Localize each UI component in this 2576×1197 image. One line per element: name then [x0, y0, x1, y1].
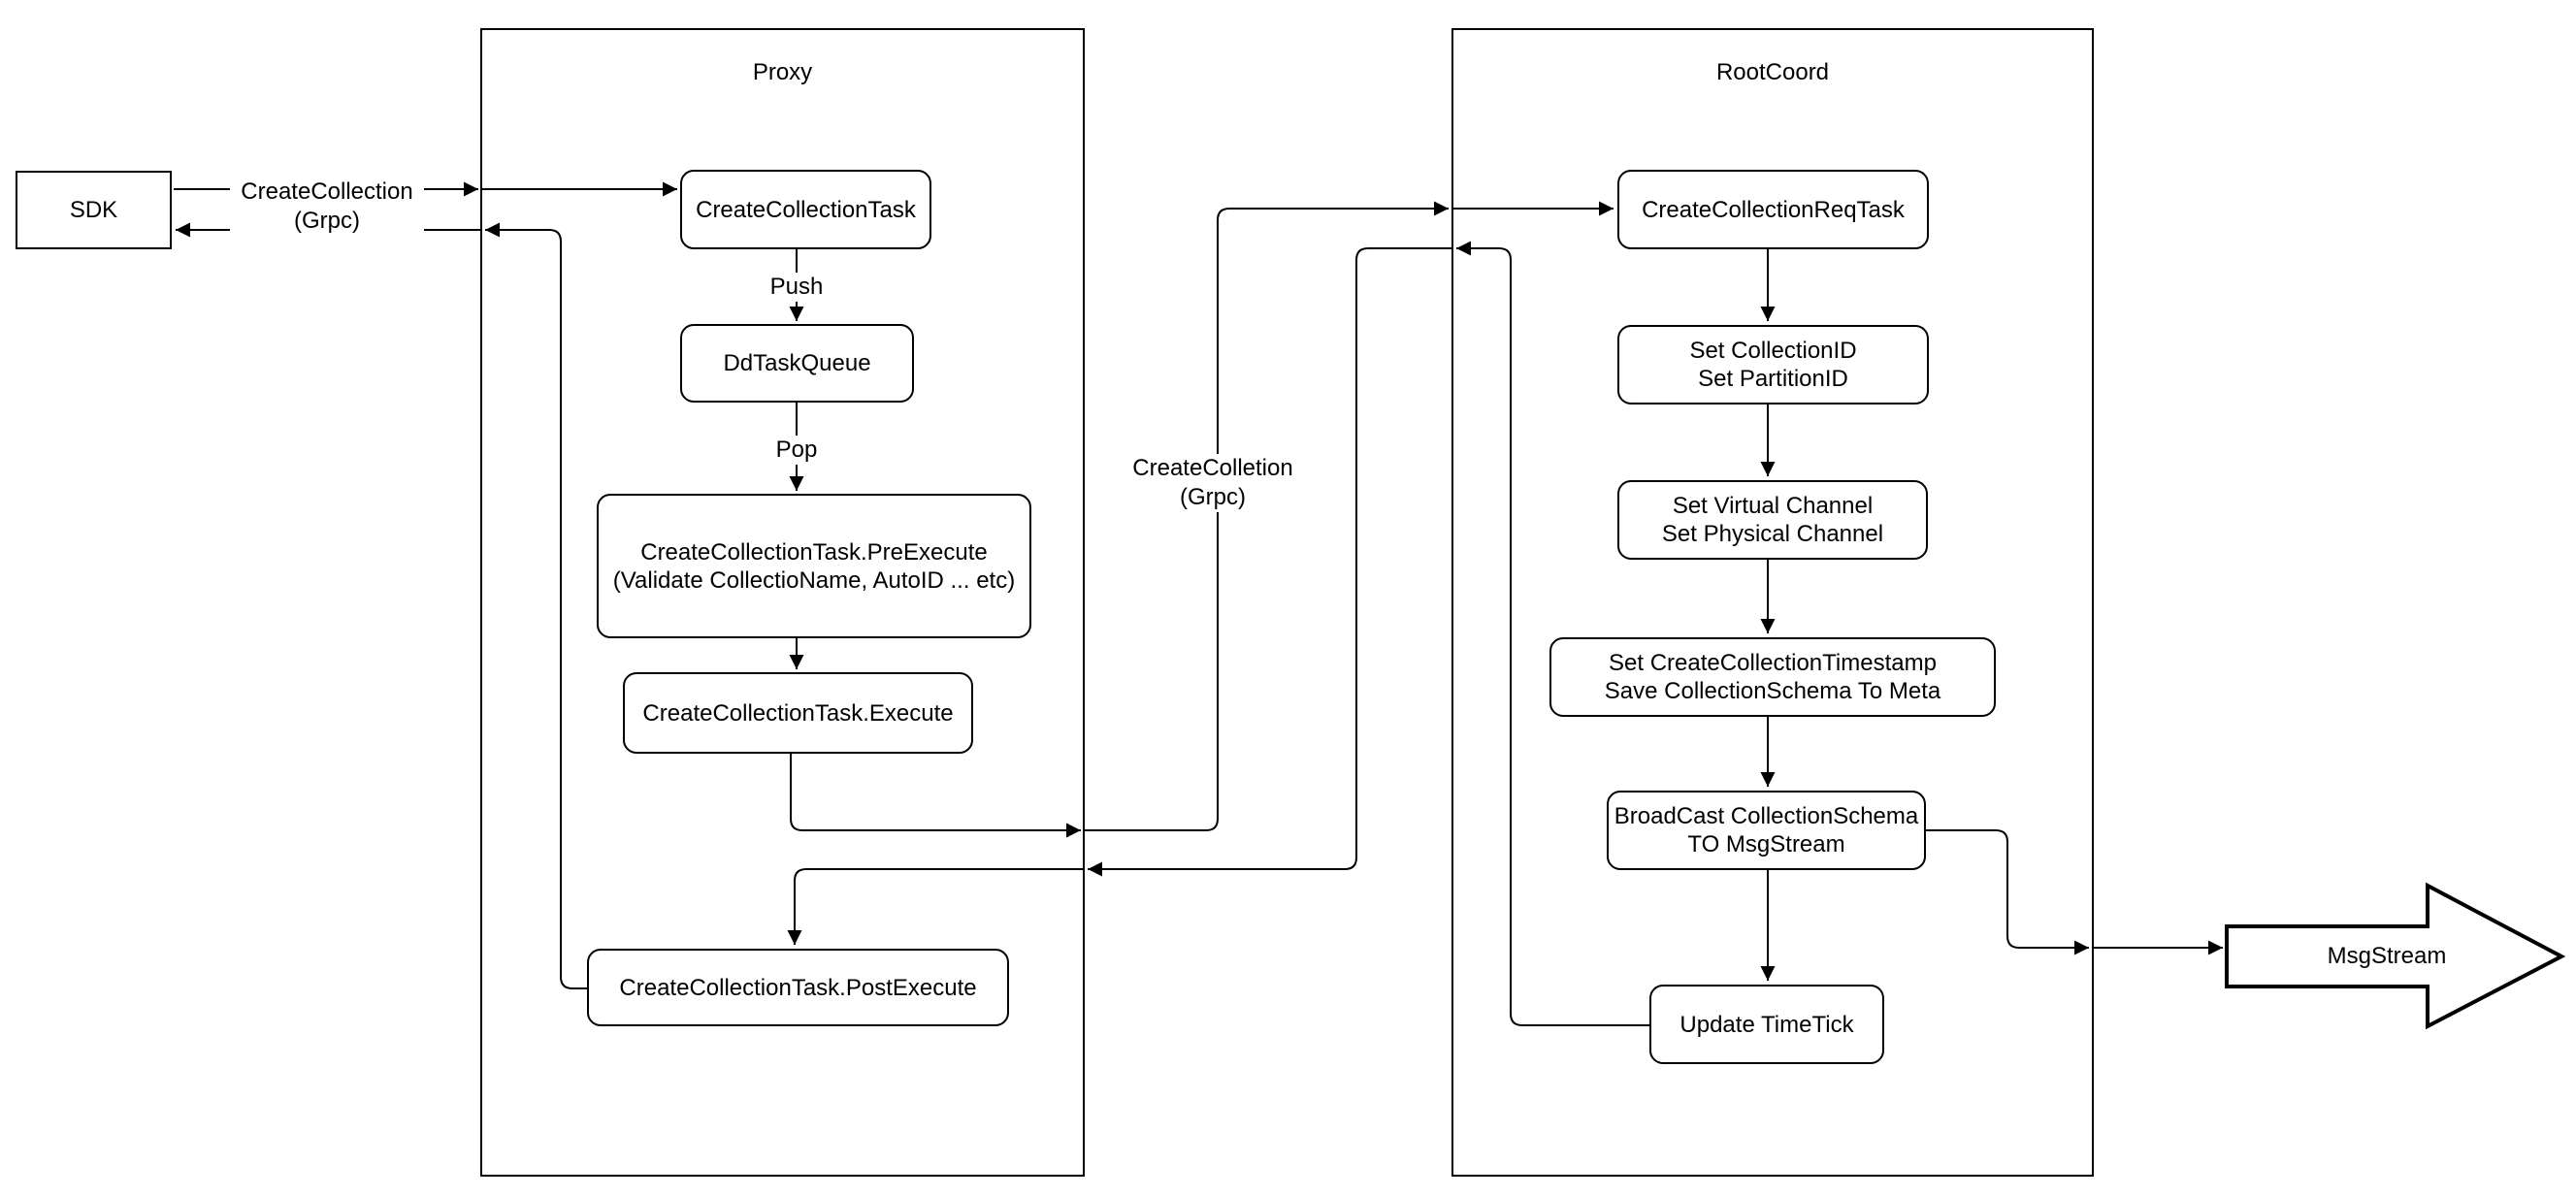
edge-rootcoord-border-to-proxy-border	[1088, 247, 1451, 877]
node-label-line2: Set PartitionID	[1698, 366, 1848, 392]
edge-label-line1: CreateCollection	[241, 178, 413, 205]
label-pop: Pop	[758, 436, 835, 465]
node-pre-execute: CreateCollectionTask.PreExecute (Validat…	[597, 494, 1031, 638]
proxy-title: Proxy	[752, 59, 813, 85]
edge-label-line2: (Grpc)	[1180, 484, 1246, 510]
edge-execute-to-proxy-border	[790, 754, 1081, 838]
rootcoord-title: RootCoord	[1715, 59, 1830, 85]
node-label-line1: Set Virtual Channel	[1672, 493, 1874, 519]
edge-label: Pop	[775, 437, 818, 463]
node-label-line1: Set CollectionID	[1689, 338, 1857, 364]
label-createcolletion-grpc-proxy: CreateColletion (Grpc)	[1116, 454, 1310, 512]
node-label: CreateCollectionTask.PostExecute	[619, 974, 977, 1001]
node-dd-task-queue: DdTaskQueue	[680, 324, 914, 403]
node-create-collection-task: CreateCollectionTask	[680, 170, 931, 249]
label-createcollection-grpc-sdk: CreateCollection (Grpc)	[230, 178, 424, 236]
node-label: CreateCollectionTask	[696, 196, 916, 223]
edge-proxy-border-to-postexecute	[787, 868, 1083, 945]
node-label-line2: TO MsgStream	[1687, 831, 1845, 857]
node-set-channels: Set Virtual Channel Set Physical Channel	[1617, 480, 1928, 560]
node-label-line1: CreateCollectionTask.PreExecute	[640, 538, 988, 566]
node-label-line1: Set CreateCollectionTimestamp	[1609, 650, 1937, 676]
proxy-container	[480, 28, 1085, 1177]
node-label: DdTaskQueue	[723, 350, 871, 376]
node-set-collection-id: Set CollectionID Set PartitionID	[1617, 325, 1929, 404]
node-execute: CreateCollectionTask.Execute	[623, 672, 973, 754]
edge-label: Push	[769, 274, 824, 300]
msgstream-arrow-shape	[2225, 882, 2566, 1030]
rootcoord-container	[1451, 28, 2094, 1177]
edge-label-line2: (Grpc)	[294, 208, 360, 234]
node-label: Update TimeTick	[1679, 1011, 1854, 1038]
node-set-timestamp: Set CreateCollectionTimestamp Save Colle…	[1549, 637, 1996, 717]
edge-postexecute-to-proxy-border	[485, 222, 587, 989]
edge-updatetimetick-to-rootcoord-border	[1456, 241, 1649, 1026]
node-label-line2: Save CollectionSchema To Meta	[1604, 678, 1941, 704]
edge-broadcast-to-rootcoord-border	[1926, 829, 2089, 955]
msgstream-label: MsgStream	[2327, 943, 2447, 969]
node-label: CreateCollectionReqTask	[1642, 196, 1905, 223]
node-label-line2: (Validate CollectioName, AutoID ... etc)	[612, 566, 1016, 594]
node-create-collection-req-task: CreateCollectionReqTask	[1617, 170, 1929, 249]
label-push: Push	[758, 273, 835, 302]
sdk-node: SDK	[16, 171, 172, 249]
node-post-execute: CreateCollectionTask.PostExecute	[587, 949, 1009, 1026]
node-label: CreateCollectionTask.Execute	[642, 699, 954, 727]
edge-label-line1: CreateColletion	[1132, 455, 1293, 481]
node-update-timetick: Update TimeTick	[1649, 985, 1884, 1064]
node-label-line2: Set Physical Channel	[1661, 521, 1884, 547]
node-broadcast-schema: BroadCast CollectionSchema TO MsgStream	[1607, 791, 1926, 870]
node-label-line1: BroadCast CollectionSchema	[1614, 803, 1919, 829]
edge-proxy-border-to-rootcoord-border	[1085, 201, 1449, 831]
sdk-label: SDK	[69, 197, 118, 223]
